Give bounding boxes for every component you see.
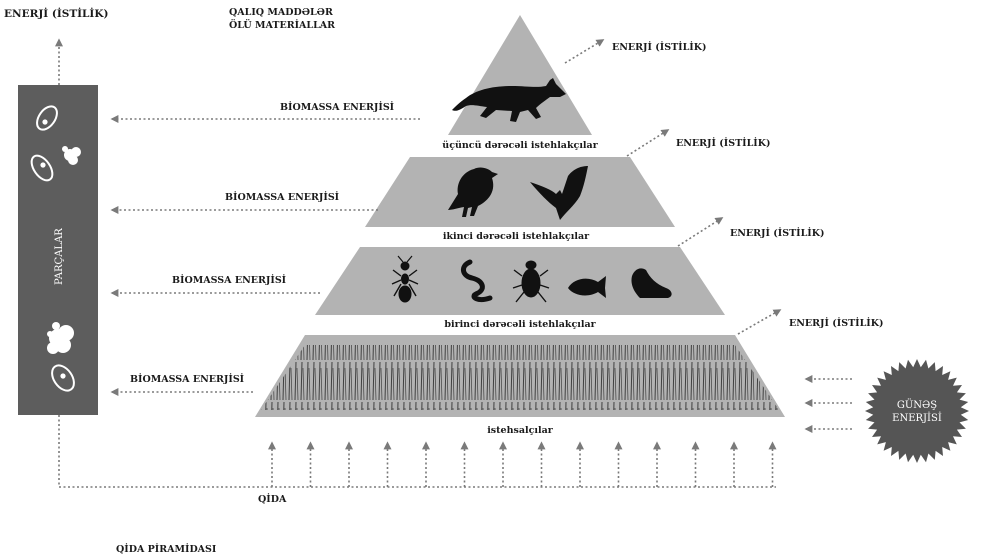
tier-tertiary-consumers <box>448 15 592 135</box>
grass-icon <box>261 345 779 410</box>
decomposers-label: PARÇALAR <box>54 228 65 285</box>
biomass-label-secondary: BİOMASSA ENERJİSİ <box>225 190 340 203</box>
heat-arrow-tertiary <box>565 40 603 63</box>
food-arrows <box>272 443 773 487</box>
sun-icon: GÜNƏŞ ENERJİSİ <box>865 359 969 463</box>
heat-label-tertiary: ENERJİ (İSTİLİK) <box>612 40 707 53</box>
heat-label-secondary: ENERJİ (İSTİLİK) <box>676 136 771 149</box>
heat-label-producers: ENERJİ (İSTİLİK) <box>789 316 884 329</box>
dead-matter-label-2: ÖLÜ MATERİALLAR <box>229 18 335 31</box>
tier-label-producers: istehsalçılar <box>487 425 554 436</box>
tier-secondary-consumers <box>365 157 675 227</box>
diagram-title: QİDA PİRAMİDASI <box>116 542 217 555</box>
nutrient-loop-line <box>59 415 776 487</box>
sun-label-2: ENERJİSİ <box>892 412 942 424</box>
top-left-energy-label: ENERJİ (İSTİLİK) <box>4 6 108 20</box>
heat-arrow-producers <box>738 310 780 334</box>
heat-arrow-primary <box>678 218 722 246</box>
tier-label-secondary: ikinci dərəcəli istehlakçılar <box>443 231 590 242</box>
tier-label-tertiary: üçüncü dərəcəli istehlakçılar <box>442 140 598 151</box>
decomposers-bar: PARÇALAR <box>18 85 98 415</box>
tier-label-primary: birinci dərəcəli istehlakçılar <box>444 319 596 330</box>
food-label: QİDA <box>258 492 287 505</box>
biomass-label-tertiary: BİOMASSA ENERJİSİ <box>280 100 395 113</box>
heat-label-primary: ENERJİ (İSTİLİK) <box>730 226 825 239</box>
heat-arrow-secondary <box>627 130 668 156</box>
tier-primary-consumers <box>315 247 725 315</box>
dead-matter-label-1: QALIQ MADDƏLƏR <box>229 7 333 18</box>
biomass-label-producers: BİOMASSA ENERJİSİ <box>130 372 245 385</box>
biomass-label-primary: BİOMASSA ENERJİSİ <box>172 273 287 286</box>
sun-label-1: GÜNƏŞ <box>897 399 937 411</box>
